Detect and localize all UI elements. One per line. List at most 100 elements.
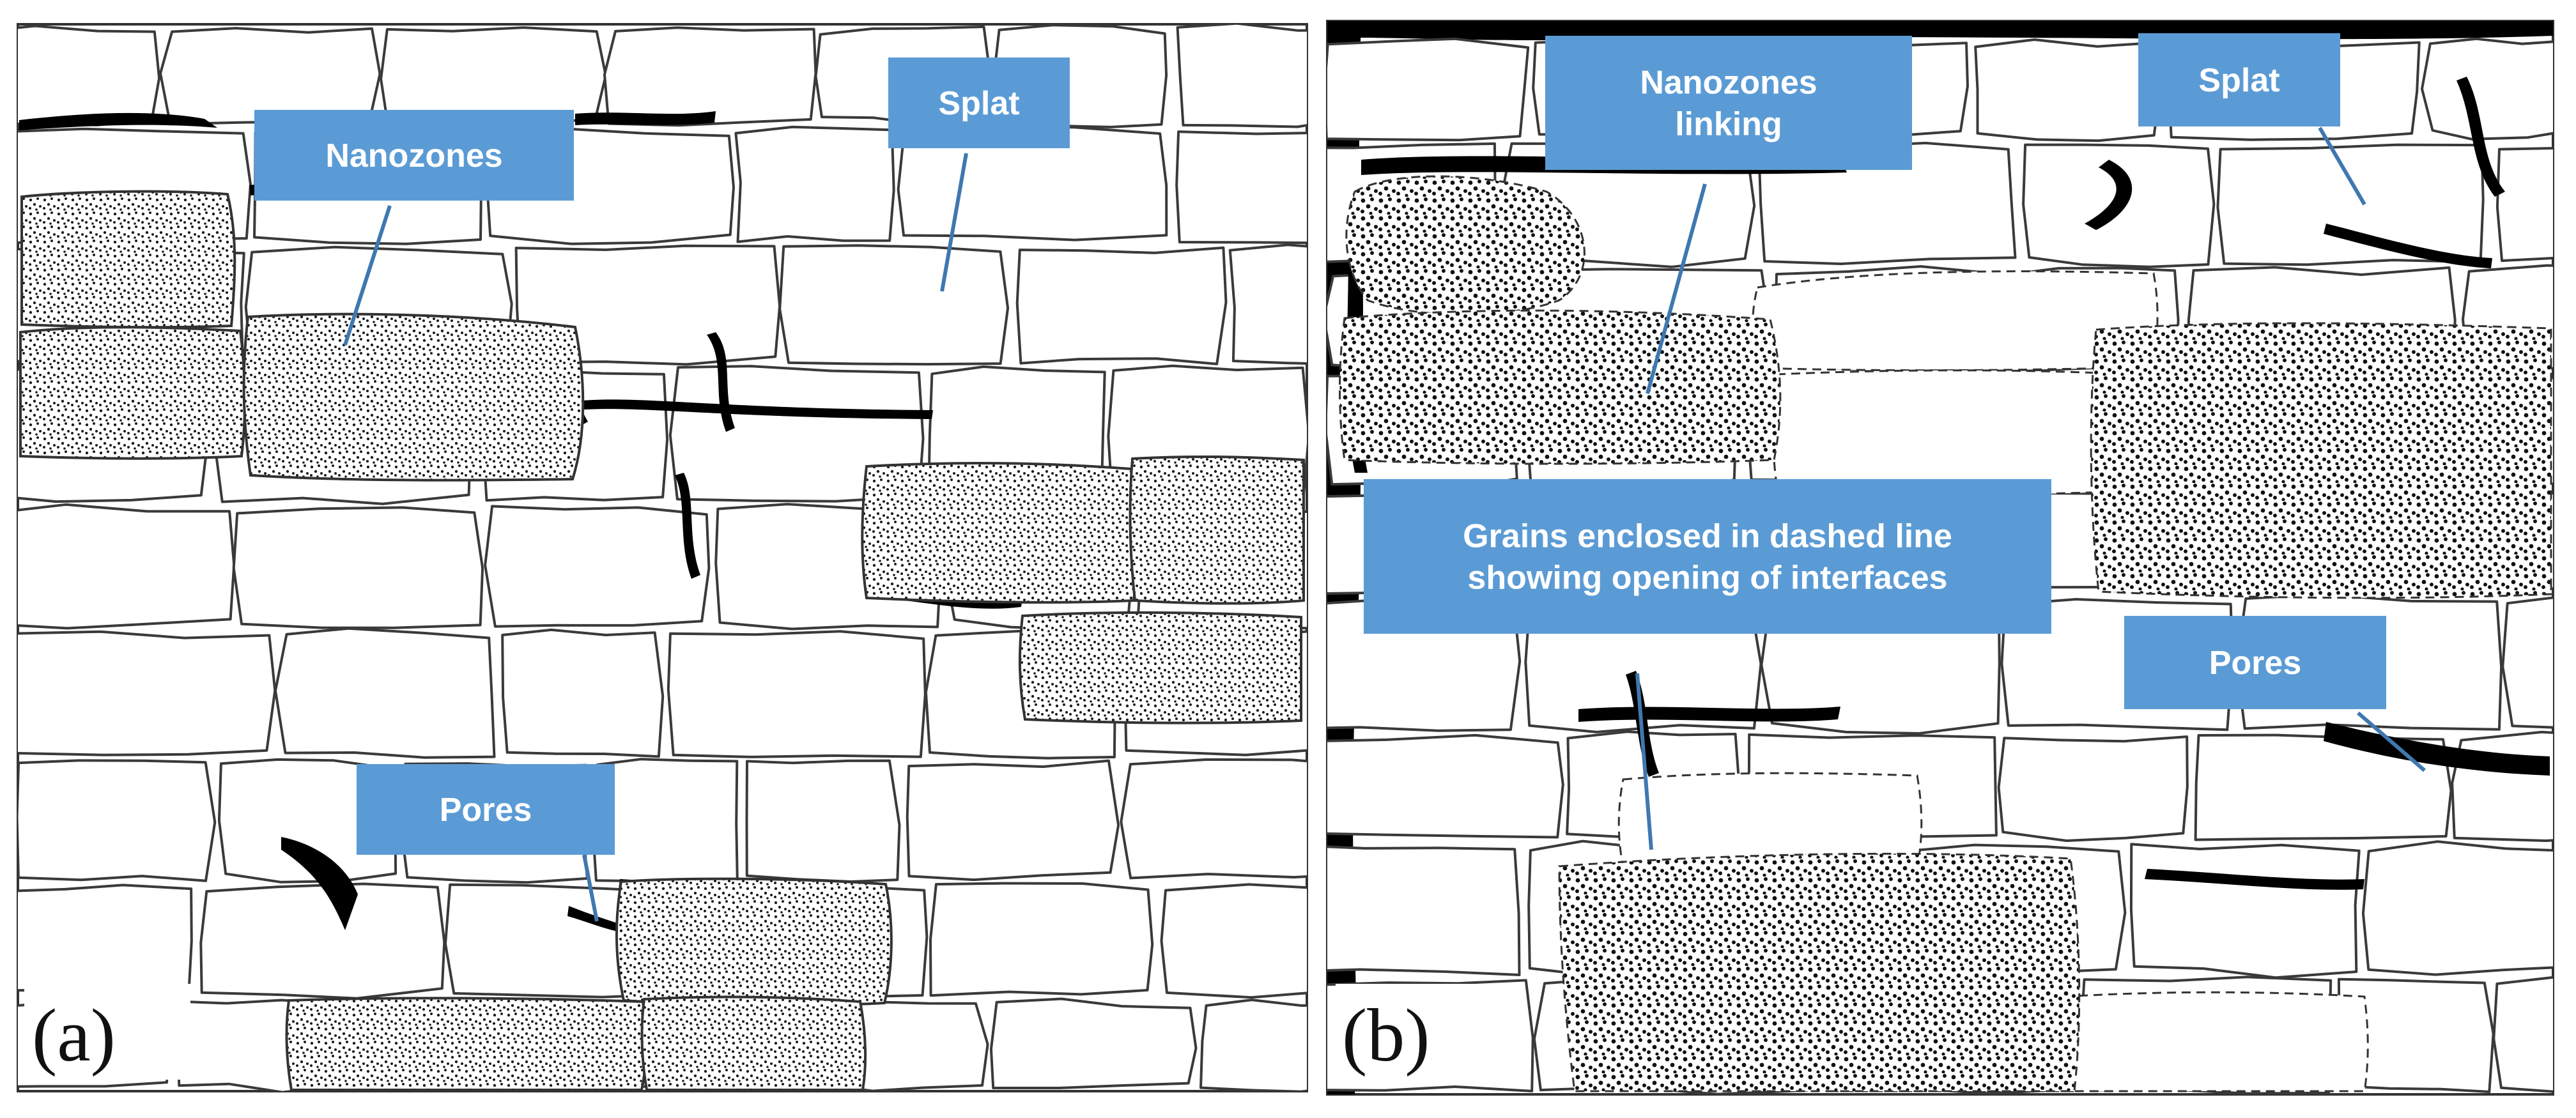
splat bbox=[1120, 758, 1307, 880]
panel-a-label: (a) bbox=[24, 984, 190, 1080]
callout-text: Grains enclosed in dashed line bbox=[1463, 518, 1952, 555]
nanozone-a-3 bbox=[242, 312, 585, 482]
splat bbox=[232, 506, 484, 629]
callout-text: Nanozones bbox=[325, 137, 502, 174]
callout-box bbox=[888, 57, 1070, 148]
panel-a-label-text: (a) bbox=[32, 993, 116, 1077]
pore-b-6 bbox=[2324, 722, 2550, 776]
splat bbox=[274, 627, 496, 759]
splat bbox=[2421, 37, 2553, 141]
callout-leader-line bbox=[1635, 673, 1653, 850]
nanozone-a-7 bbox=[615, 877, 893, 1007]
callout-leader-line bbox=[940, 153, 968, 292]
callout-box bbox=[2124, 616, 2386, 709]
splat bbox=[1199, 999, 1307, 1091]
splat bbox=[484, 505, 711, 628]
splat bbox=[18, 884, 193, 1000]
callout-leader-line bbox=[343, 205, 392, 346]
pore-b-7 bbox=[1578, 707, 1840, 722]
callout-nanozones-linking: Nanozones linking bbox=[1545, 36, 1912, 394]
splat bbox=[217, 758, 397, 884]
splat bbox=[906, 759, 1120, 882]
splat bbox=[2129, 843, 2361, 979]
nanozone-a-9 bbox=[640, 995, 867, 1091]
dashed-grain-b-5 bbox=[2061, 991, 2369, 1092]
nanozone-a-5 bbox=[1129, 455, 1305, 605]
callout-text: Nanozones bbox=[1640, 65, 1817, 102]
nanozones-b bbox=[1339, 175, 2552, 1092]
splat bbox=[159, 27, 382, 126]
callout-nanozones: Nanozones bbox=[254, 110, 574, 346]
splat bbox=[380, 26, 607, 124]
splat bbox=[2495, 147, 2553, 263]
splat bbox=[989, 997, 1198, 1089]
pore-a-2 bbox=[575, 111, 716, 125]
nanozone-b-1 bbox=[1345, 175, 1585, 316]
pore-b-8 bbox=[2145, 869, 2364, 890]
splat bbox=[603, 26, 817, 127]
callout-box bbox=[1545, 36, 1912, 170]
splat bbox=[18, 503, 236, 630]
splat bbox=[1228, 243, 1307, 365]
pore-b-3 bbox=[2456, 77, 2505, 197]
callout-box bbox=[1364, 479, 2051, 634]
splat bbox=[501, 628, 665, 758]
callout-text: Splat bbox=[938, 85, 1019, 122]
splat bbox=[929, 882, 1154, 997]
splat bbox=[1327, 733, 1564, 839]
callout-text: showing opening of interfaces bbox=[1467, 560, 1947, 597]
nanozone-b-2 bbox=[1339, 309, 1782, 465]
callout-text: Splat bbox=[2198, 62, 2279, 99]
panel-a-label-bg bbox=[24, 984, 190, 1080]
nanozone-b-3 bbox=[2090, 322, 2552, 599]
callout-splat: Splat bbox=[2138, 33, 2366, 206]
dashed-grain-b-2 bbox=[1771, 369, 2109, 496]
callout-leader-line bbox=[582, 854, 599, 922]
splat bbox=[2501, 596, 2553, 729]
splat bbox=[2492, 976, 2553, 1093]
pore-a-1 bbox=[19, 112, 217, 130]
panel-b-label-text: (b) bbox=[1342, 993, 1430, 1077]
splat bbox=[745, 759, 901, 883]
splat bbox=[1175, 130, 1307, 245]
callout-pores: Pores bbox=[357, 764, 615, 922]
callout-leader-line bbox=[2318, 126, 2366, 206]
splat bbox=[1015, 246, 1228, 365]
callout-pores: Pores bbox=[2124, 616, 2426, 772]
splat bbox=[2451, 730, 2553, 842]
callout-box bbox=[2138, 33, 2340, 126]
splat bbox=[734, 125, 895, 243]
splat bbox=[667, 630, 927, 758]
callout-leader-line bbox=[2357, 711, 2426, 772]
splat bbox=[2216, 143, 2485, 266]
splat bbox=[1974, 38, 2162, 142]
panel-b-label-bg bbox=[1336, 984, 1502, 1080]
splat bbox=[1327, 37, 1530, 142]
nanozone-b-4 bbox=[1558, 852, 2081, 1092]
callout-text: Pores bbox=[440, 792, 532, 829]
splat bbox=[778, 244, 1010, 366]
splat bbox=[18, 630, 277, 756]
splat bbox=[199, 882, 446, 1000]
pore-a-7 bbox=[675, 473, 700, 579]
pore-a-6 bbox=[575, 399, 933, 419]
callout-text: linking bbox=[1675, 106, 1782, 143]
pore-b-2 bbox=[2085, 160, 2133, 230]
nanozones-a bbox=[19, 190, 1305, 1091]
callout-grains-dashed: Grains enclosed in dashed line showing op… bbox=[1364, 479, 2051, 850]
callout-splat: Splat bbox=[888, 57, 1070, 292]
nanozone-a-1 bbox=[20, 190, 236, 329]
splat bbox=[1176, 24, 1307, 128]
pore-b-4 bbox=[2324, 224, 2492, 268]
splat bbox=[18, 759, 217, 882]
callout-text: Pores bbox=[2209, 645, 2302, 682]
nanozone-a-6 bbox=[1018, 611, 1302, 724]
splat bbox=[18, 24, 161, 126]
splat bbox=[1327, 845, 1521, 976]
pore-a-9 bbox=[281, 837, 358, 930]
splat bbox=[1997, 735, 2189, 842]
